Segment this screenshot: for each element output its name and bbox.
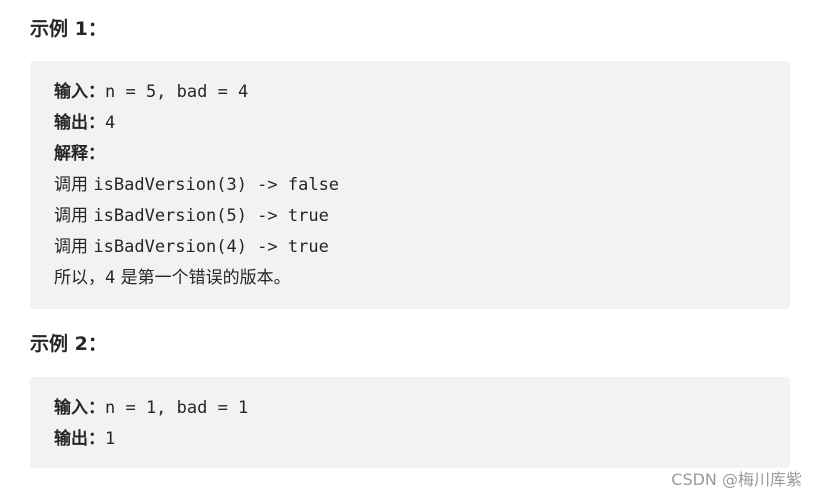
- output-label: 输出：: [54, 429, 105, 449]
- example-2-code-block: 输入：n = 1, bad = 1 输出：1: [30, 377, 790, 468]
- output-value: 4: [105, 113, 116, 133]
- output-line: 输出：1: [54, 424, 766, 455]
- call-prefix: 调用: [54, 206, 94, 226]
- call-prefix: 调用: [54, 175, 94, 195]
- call-code: isBadVersion(4) -> true: [93, 237, 329, 257]
- example-2-heading: 示例 2：: [30, 333, 107, 355]
- explain-line: 解释：: [54, 139, 766, 170]
- output-line: 输出：4: [54, 108, 766, 139]
- call-code: isBadVersion(5) -> true: [93, 206, 329, 226]
- input-label: 输入：: [54, 82, 105, 102]
- output-value: 1: [105, 429, 116, 449]
- call-code: isBadVersion(3) -> false: [93, 175, 340, 195]
- output-label: 输出：: [54, 113, 105, 133]
- watermark: CSDN @梅川库紫: [671, 470, 802, 489]
- call-prefix: 调用: [54, 237, 94, 257]
- input-label: 输入：: [54, 398, 105, 418]
- conclusion-number: 4: [105, 268, 116, 288]
- call-line: 调用 isBadVersion(3) -> false: [54, 170, 766, 201]
- conclusion-suffix: 是第一个错误的版本。: [115, 268, 291, 288]
- conclusion-prefix: 所以，: [54, 268, 105, 288]
- input-value: n = 5, bad = 4: [105, 82, 249, 102]
- explain-label: 解释：: [54, 144, 105, 164]
- call-line: 调用 isBadVersion(5) -> true: [54, 201, 766, 232]
- input-line: 输入：n = 5, bad = 4: [54, 77, 766, 108]
- conclusion-line: 所以，4 是第一个错误的版本。: [54, 263, 766, 294]
- input-value: n = 1, bad = 1: [105, 398, 249, 418]
- call-line: 调用 isBadVersion(4) -> true: [54, 232, 766, 263]
- example-1-heading: 示例 1：: [30, 18, 107, 40]
- example-1-code-block: 输入：n = 5, bad = 4 输出：4 解释： 调用 isBadVersi…: [30, 61, 790, 309]
- input-line: 输入：n = 1, bad = 1: [54, 393, 766, 424]
